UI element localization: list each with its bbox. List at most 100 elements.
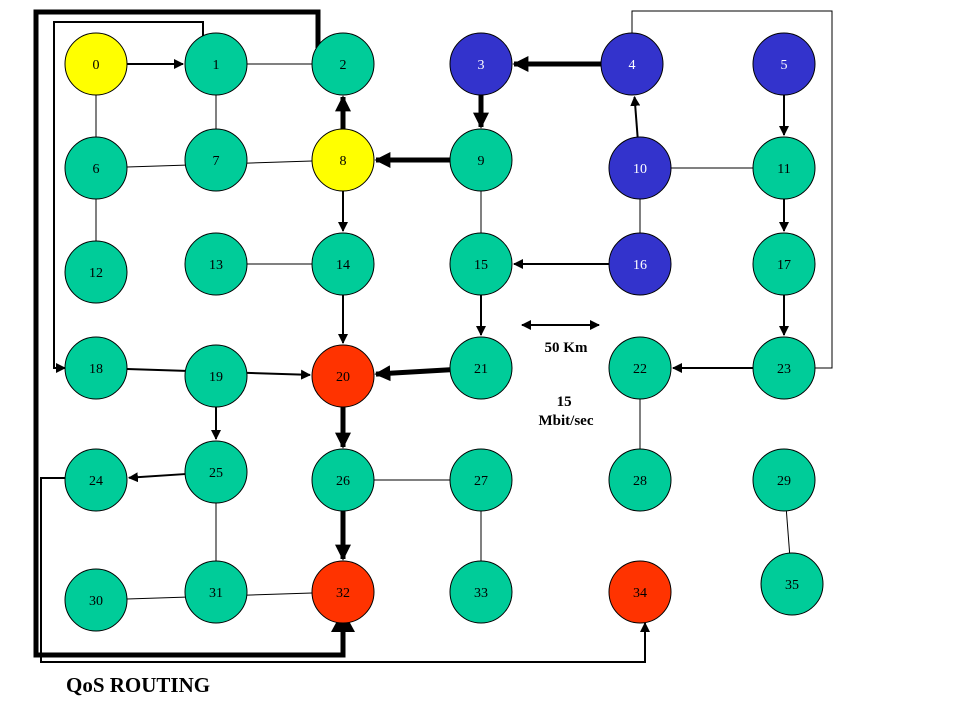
node-label-19: 19 [209,370,223,385]
node-label-7: 7 [213,154,220,169]
node-label-0: 0 [93,58,100,73]
node-label-35: 35 [785,578,799,593]
node-circle-18 [64,336,128,400]
node-circle-15 [449,232,513,296]
node-circle-12 [64,240,128,304]
node-0: 0 [64,32,128,96]
node-circle-4 [600,32,664,96]
node-circle-16 [608,232,672,296]
node-14: 14 [311,232,375,296]
node-15: 15 [449,232,513,296]
node-29: 29 [752,448,816,512]
node-label-9: 9 [478,154,485,169]
node-circle-32 [311,560,375,624]
node-label-4: 4 [629,58,636,73]
node-label-29: 29 [777,474,791,489]
node-31: 31 [184,560,248,624]
node-circle-21 [449,336,513,400]
node-34: 34 [608,560,672,624]
node-label-16: 16 [633,258,647,273]
node-circle-28 [608,448,672,512]
node-27: 27 [449,448,513,512]
node-7: 7 [184,128,248,192]
node-8: 8 [311,128,375,192]
node-5: 5 [752,32,816,96]
node-label-17: 17 [777,258,791,273]
node-label-15: 15 [474,258,488,273]
node-label-13: 13 [209,258,223,273]
node-11: 11 [752,136,816,200]
node-label-21: 21 [474,362,488,377]
route-24-to-34 [40,477,650,663]
node-label-5: 5 [781,58,788,73]
node-circle-10 [608,136,672,200]
node-label-3: 3 [478,58,485,73]
node-label-11: 11 [777,162,790,177]
node-circle-22 [608,336,672,400]
node-4: 4 [600,32,664,96]
node-label-23: 23 [777,362,791,377]
node-circle-34 [608,560,672,624]
node-label-30: 30 [89,594,103,609]
flows-layer [126,55,789,561]
node-circle-26 [311,448,375,512]
node-6: 6 [64,136,128,200]
node-circle-9 [449,128,513,192]
node-2: 2 [311,32,375,96]
node-circle-24 [64,448,128,512]
distance-label: 50 Km [545,340,588,356]
node-20: 20 [311,344,375,408]
node-label-33: 33 [474,586,488,601]
node-label-24: 24 [89,474,103,489]
node-23: 23 [752,336,816,400]
node-label-8: 8 [340,154,347,169]
node-circle-20 [311,344,375,408]
node-circle-7 [184,128,248,192]
node-label-28: 28 [633,474,647,489]
node-circle-30 [64,568,128,632]
node-circle-29 [752,448,816,512]
node-label-27: 27 [474,474,488,489]
node-19: 19 [184,344,248,408]
node-circle-11 [752,136,816,200]
node-18: 18 [64,336,128,400]
node-35: 35 [760,552,824,616]
node-28: 28 [608,448,672,512]
node-10: 10 [608,136,672,200]
node-22: 22 [608,336,672,400]
node-circle-1 [184,32,248,96]
flow-arrow-25-to-24 [127,472,186,483]
bandwidth-label: 15 Mbit/sec [539,394,594,429]
inner-route-1-to-18 [53,21,204,373]
node-32: 32 [311,560,375,624]
node-1: 1 [184,32,248,96]
node-13: 13 [184,232,248,296]
node-label-32: 32 [336,586,350,601]
node-label-2: 2 [340,58,347,73]
node-circle-35 [760,552,824,616]
node-label-26: 26 [336,474,350,489]
node-9: 9 [449,128,513,192]
flow-arrow-10-to-4 [630,95,641,138]
node-circle-14 [311,232,375,296]
node-circle-5 [752,32,816,96]
node-33: 33 [449,560,513,624]
node-circle-19 [184,344,248,408]
node-label-12: 12 [89,266,103,281]
node-circle-6 [64,136,128,200]
node-circle-31 [184,560,248,624]
node-label-6: 6 [93,162,100,177]
node-25: 25 [184,440,248,504]
node-label-25: 25 [209,466,223,481]
node-21: 21 [449,336,513,400]
node-circle-0 [64,32,128,96]
node-circle-3 [449,32,513,96]
node-label-34: 34 [633,586,647,601]
diagram-title: QoS ROUTING [66,673,210,697]
node-label-1: 1 [213,58,220,73]
node-circle-8 [311,128,375,192]
node-label-14: 14 [336,258,350,273]
